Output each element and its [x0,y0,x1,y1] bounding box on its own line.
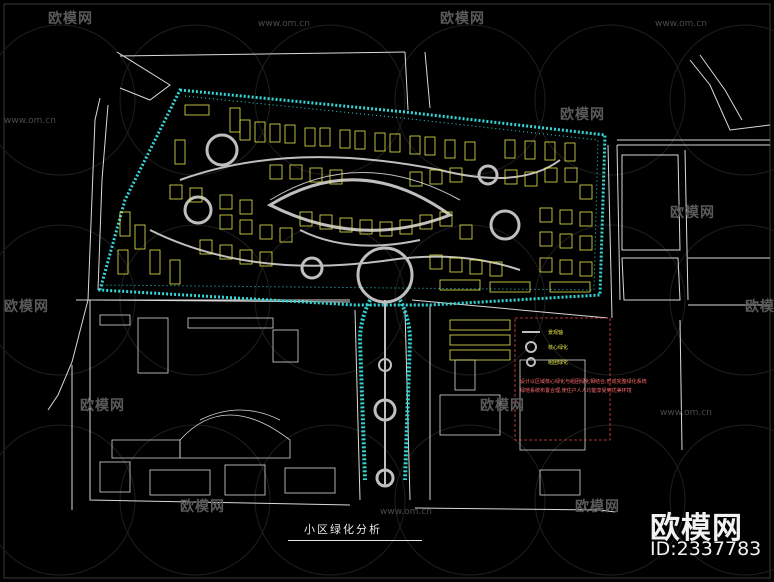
landscape-axis [149,156,561,271]
watermark-brand: 欧模网 [4,299,49,315]
red-boundary-lines [514,317,611,441]
central-boulevard [357,299,413,488]
watermark-url-text: www.om.cn [655,19,707,29]
watermark-brand: 欧模网 [480,398,525,414]
watermark-url-text: www.om.cn [258,19,310,29]
watermark-url: www.om.cn [258,11,310,30]
watermark-brand: 欧模网 [745,299,774,315]
road-network [47,51,771,513]
watermark-brand: 欧模网 [575,499,620,515]
watermark: 欧模网 [4,296,49,316]
watermark-url: www.om.cn [660,400,712,419]
design-note-1: 设计以区域核心绿化与组团绿化相结合,形成完整绿化系统 [520,379,647,385]
watermark-url-text: www.om.cn [660,408,712,418]
watermark: 欧模网 [480,395,525,415]
brand-id-text: ID:2337783 [650,538,762,560]
title-underline [288,540,422,541]
watermark: 欧模网 [440,8,485,28]
legend-symbols [522,331,540,367]
watermark: 欧模网 [180,496,225,516]
watermark: 欧模网 [575,496,620,516]
legend-item-core-green: 核心绿化 [548,345,569,351]
watermark-url-text: www.om.cn [4,116,56,126]
drawing-frame [3,3,771,579]
watermark-url: www.om.cn [4,108,56,127]
residential-buildings [117,104,593,361]
legend-item-landscape-axis: 景观轴 [548,330,564,336]
circular-plazas [183,133,521,304]
brand-logo-text: 欧模网 [650,511,743,546]
legend-item-cluster-green: 组团绿化 [548,360,569,366]
watermark-brand: 欧模网 [440,11,485,27]
drawing-title: 小区绿化分析 [304,523,382,536]
watermark-url-text: www.om.cn [380,507,432,517]
watermark: 欧模网 [80,395,125,415]
watermark-brand: 欧模网 [670,205,715,221]
watermark-brand: 欧模网 [80,398,125,414]
watermark-brand: 欧模网 [180,499,225,515]
green-belt [98,88,607,307]
watermark-url: www.om.cn [655,11,707,30]
watermark-brand: 欧模网 [48,11,93,27]
watermark: 欧模网 [745,296,774,316]
watermark-url: www.om.cn [380,499,432,518]
watermark-brand: 欧模网 [560,107,605,123]
design-note-2: 绿地系统布置合理,使住户人人均能享受到优美环境 [520,388,632,394]
watermark: 欧模网 [48,8,93,28]
watermark: 欧模网 [670,202,715,222]
watermark: 欧模网 [560,104,605,124]
